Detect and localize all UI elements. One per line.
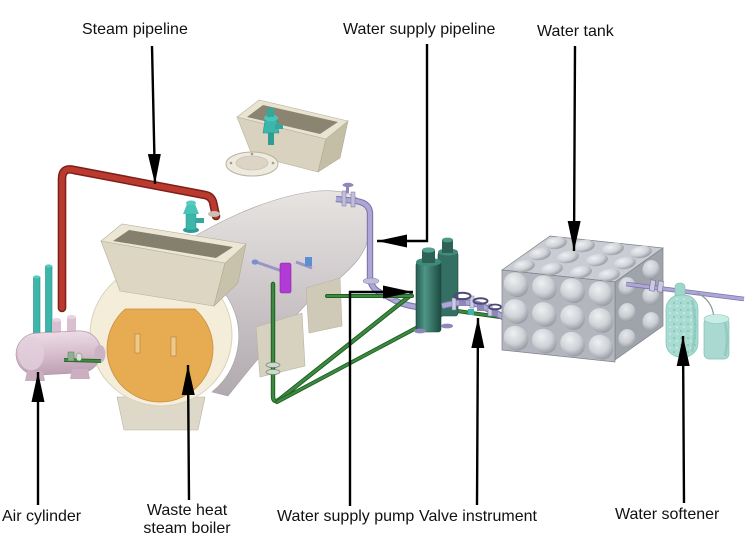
boiler-supports bbox=[116, 277, 343, 431]
water-tank bbox=[501, 235, 664, 363]
softener-aux-cylinder bbox=[703, 314, 730, 360]
valve-body bbox=[492, 308, 498, 316]
valve-handwheel bbox=[453, 291, 472, 301]
water-softener-arrow bbox=[676, 335, 690, 504]
feedwater-pipe bbox=[335, 182, 418, 311]
steam-valve bbox=[262, 108, 283, 145]
air-pipe bbox=[45, 265, 53, 333]
water-tank-arrow bbox=[567, 45, 581, 252]
safety-valve bbox=[183, 200, 204, 233]
front-hopper bbox=[100, 223, 247, 307]
steam-pipe bbox=[57, 165, 221, 313]
door-slot bbox=[170, 336, 177, 357]
valve-body bbox=[459, 298, 466, 306]
valve-teal-accent bbox=[468, 309, 474, 315]
label-waste-heat-steam-boiler: Waste heat steam boiler bbox=[143, 502, 231, 537]
label-water-supply-pipeline: Water supply pipeline bbox=[343, 21, 496, 38]
valve-body bbox=[477, 303, 484, 311]
blowdown-valve bbox=[251, 257, 313, 294]
air-cylinder bbox=[15, 264, 106, 381]
label-water-softener: Water softener bbox=[615, 506, 720, 523]
valve-instruments bbox=[441, 291, 507, 321]
water-supply-pump-arrow bbox=[348, 285, 413, 506]
tank-top-domes bbox=[513, 236, 652, 282]
valve-handwheel bbox=[488, 303, 502, 311]
door-slot bbox=[134, 333, 141, 354]
label-air-cylinder: Air cylinder bbox=[2, 508, 82, 525]
feedwater-valve bbox=[341, 182, 356, 208]
valve-handwheel bbox=[472, 297, 489, 305]
green-piping bbox=[265, 281, 502, 404]
label-water-supply-pump: Water supply pump bbox=[277, 508, 415, 525]
valve-instrument-arrow bbox=[471, 317, 485, 506]
water-supply-pipeline-arrow bbox=[377, 44, 429, 248]
tank-side-domes bbox=[618, 260, 660, 348]
water-supply-pump bbox=[414, 237, 459, 334]
label-water-tank: Water tank bbox=[537, 23, 614, 40]
label-steam-pipeline: Steam pipeline bbox=[82, 21, 188, 38]
label-valve-instrument: Valve instrument bbox=[419, 508, 537, 525]
waste-heat-boiler-arrow bbox=[181, 364, 195, 501]
steam-pipeline-arrow bbox=[147, 45, 161, 185]
steam-pipe-collar bbox=[208, 211, 220, 217]
manhole-flange bbox=[225, 151, 279, 177]
air-cylinder-valve bbox=[67, 351, 75, 362]
air-pipe bbox=[33, 276, 41, 336]
